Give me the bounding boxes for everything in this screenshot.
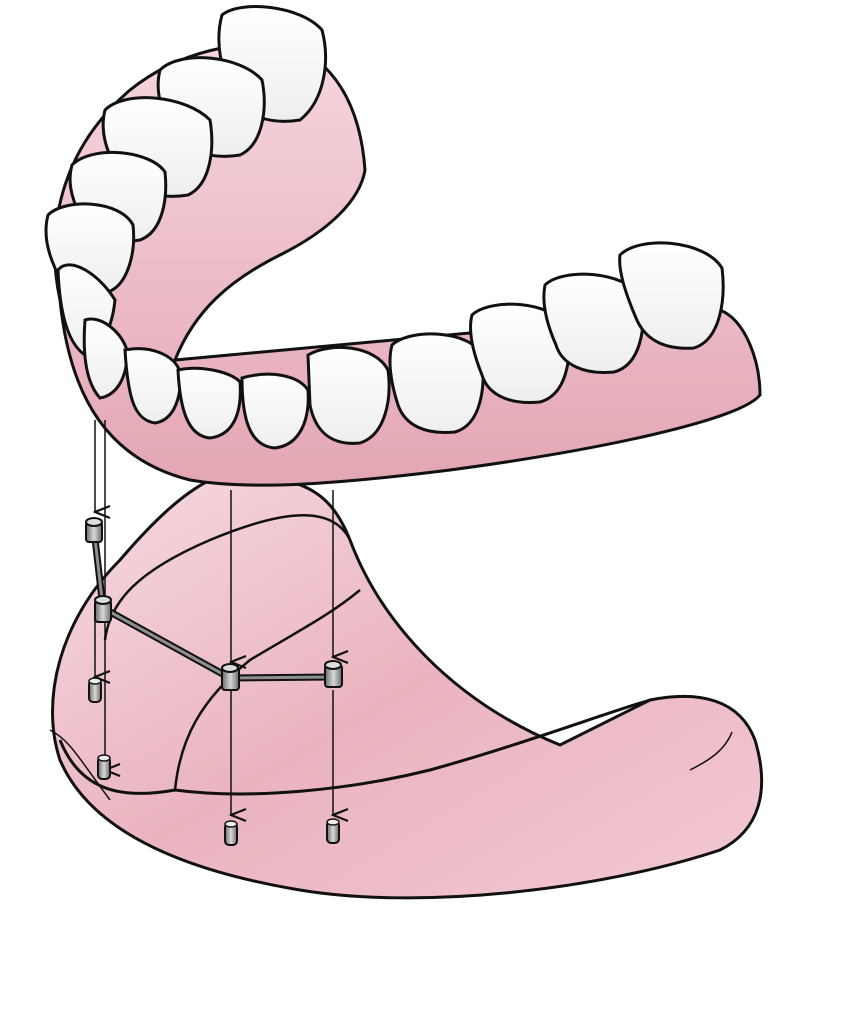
gum-base-outer [51,476,763,900]
denture [44,5,762,487]
inner-ridge-line [103,514,352,641]
molars-left [44,5,328,295]
implant [224,820,238,846]
front-teeth [56,263,391,450]
implant-bar [85,517,343,691]
ridge-crest-line [58,698,651,796]
lingual-line [173,589,361,791]
crease-right [689,731,733,771]
bar-attachment [221,663,240,691]
implant [97,754,111,780]
bar-attachment [85,517,103,543]
implant [326,818,340,844]
implants [88,677,340,846]
molars-right [388,241,725,435]
bar-attachment [94,595,112,623]
crease-left [49,729,111,801]
gum-ridge [49,476,763,900]
implant [88,677,102,703]
bar-attachment [324,660,343,688]
